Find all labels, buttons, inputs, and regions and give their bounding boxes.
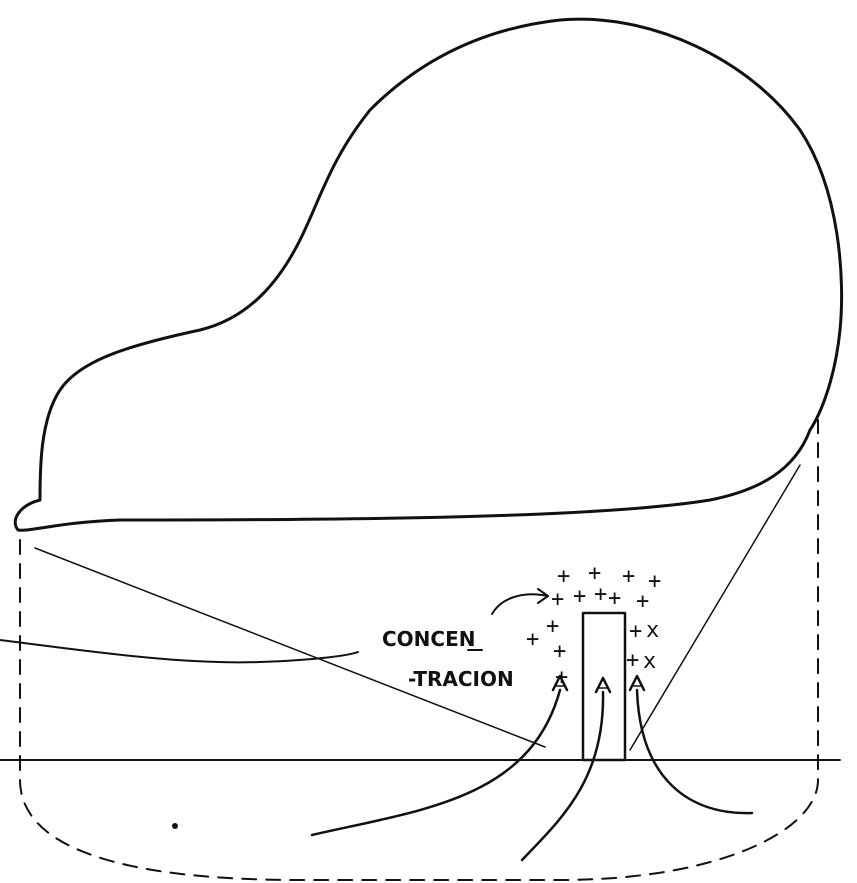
svg-text:+: + <box>553 639 566 664</box>
chimney <box>583 613 625 760</box>
svg-text:x: x <box>643 649 656 674</box>
pointer-arrow <box>492 594 548 614</box>
svg-text:+: + <box>546 614 559 639</box>
svg-text:+: + <box>648 569 661 594</box>
svg-text:x: x <box>646 618 659 643</box>
svg-text:+: + <box>557 564 570 589</box>
updraft-arrows <box>312 676 752 860</box>
charge-markers: + + + + + + + + + + + + + + x + x <box>526 561 661 690</box>
svg-text:+: + <box>526 627 539 652</box>
label-line2: -TRACION <box>408 667 514 691</box>
svg-text:+: + <box>622 564 635 589</box>
svg-text:+: + <box>594 582 607 607</box>
svg-text:+: + <box>629 619 642 644</box>
svg-text:+: + <box>573 584 586 609</box>
cloud-outline <box>15 19 841 530</box>
svg-text:+: + <box>551 587 564 612</box>
svg-text:+: + <box>636 589 649 614</box>
label-line1: CONCEN <box>382 627 476 651</box>
svg-text:+: + <box>608 586 621 611</box>
svg-text:+: + <box>555 665 568 690</box>
curve-left <box>0 640 358 662</box>
ink-dot <box>172 823 178 829</box>
svg-text:+: + <box>626 648 639 673</box>
